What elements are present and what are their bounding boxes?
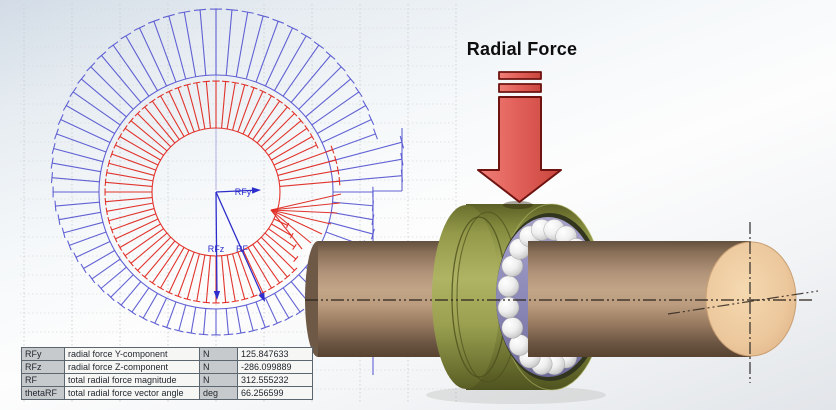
rfy-vector-arrowhead bbox=[251, 187, 261, 194]
radial-force-arrow bbox=[477, 71, 562, 203]
rf-vector-line bbox=[215, 191, 262, 295]
radial-force-title: Radial Force bbox=[467, 39, 577, 59]
red-notch-wedge-line bbox=[270, 209, 303, 250]
red-notch-wedge-line bbox=[270, 193, 342, 211]
shaft-end-face bbox=[705, 241, 797, 357]
value-cell: 312.555232 bbox=[237, 373, 313, 387]
radial-load-distribution-plot bbox=[50, 8, 405, 375]
description-cell: total radial force vector angle bbox=[64, 386, 200, 400]
arrow-dash-bar-1 bbox=[498, 71, 542, 80]
rfz-vector-line bbox=[215, 191, 218, 292]
force-vector-arrows bbox=[213, 187, 265, 302]
param-cell: RFy bbox=[21, 347, 65, 361]
vector-labels: RFy RFz RF bbox=[208, 187, 252, 254]
red-notch-wedge-line bbox=[270, 209, 323, 235]
ground-shadow bbox=[426, 386, 606, 404]
unit-cell: N bbox=[199, 373, 238, 387]
value-cell: 125.847633 bbox=[237, 347, 313, 361]
red-notch-wedge-line bbox=[270, 209, 312, 244]
bearing-ring-left-face bbox=[432, 205, 500, 389]
description-cell: total radial force magnitude bbox=[64, 373, 200, 387]
arrow-contact-shadow bbox=[503, 201, 533, 209]
unit-cell: deg bbox=[199, 386, 238, 400]
rfy-vector-label: RFy bbox=[235, 187, 252, 197]
param-cell: thetaRF bbox=[21, 386, 65, 400]
value-cell: -286.099889 bbox=[237, 360, 313, 374]
param-cell: RF bbox=[21, 373, 65, 387]
centerline-tilted bbox=[667, 290, 819, 315]
description-cell: radial force Y-component bbox=[64, 347, 200, 361]
description-cell: radial force Z-component bbox=[64, 360, 200, 374]
rfz-vector-label: RFz bbox=[208, 244, 225, 254]
arrow-dash-bar-2 bbox=[498, 83, 542, 93]
rfz-vector-arrowhead bbox=[213, 290, 221, 300]
param-cell: RFz bbox=[21, 360, 65, 374]
roller bbox=[497, 275, 520, 298]
inner-race-load-comb bbox=[104, 80, 342, 304]
red-notch-wedge-line bbox=[270, 202, 341, 211]
roller bbox=[497, 296, 520, 319]
rf-vector-arrowhead bbox=[258, 292, 265, 302]
red-notch-wedge-line bbox=[270, 209, 332, 225]
rfy-vector-line bbox=[215, 189, 253, 193]
red-notch-wedge-line bbox=[270, 209, 338, 214]
bearing-3d-render bbox=[305, 201, 819, 404]
value-cell: 66.256599 bbox=[237, 386, 313, 400]
roller bbox=[501, 317, 524, 339]
unit-cell: N bbox=[199, 347, 238, 361]
unit-cell: N bbox=[199, 360, 238, 374]
arrow-shaft-and-head bbox=[477, 96, 562, 203]
rf-vector-label: RF bbox=[236, 244, 248, 254]
